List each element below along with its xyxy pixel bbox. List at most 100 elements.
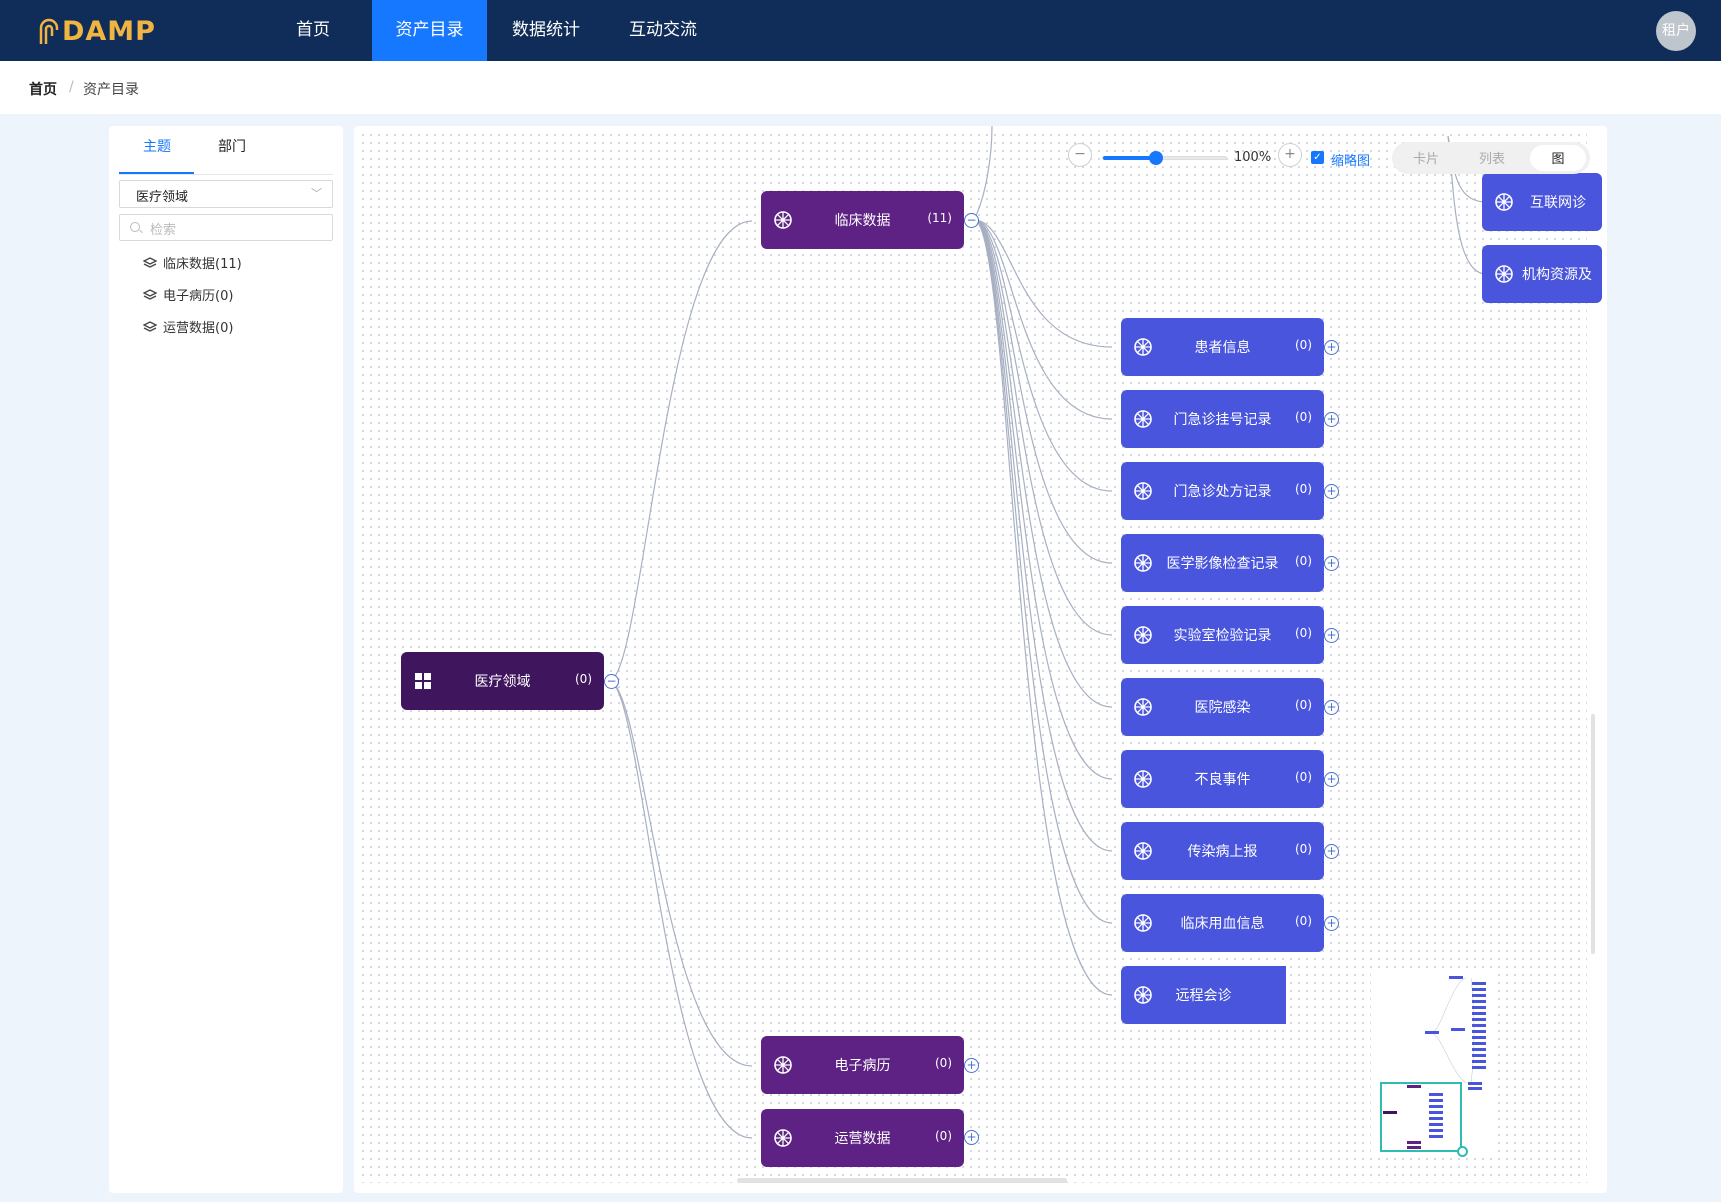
graph-canvas[interactable]: 医疗领域 (0) − 临床数据 (11) − 电子病历 (0) + 运营数据 (… bbox=[354, 126, 1607, 1193]
expand-toggle[interactable]: + bbox=[1324, 340, 1339, 355]
minimap-resize-handle[interactable] bbox=[1457, 1146, 1468, 1157]
level2-node[interactable]: 门急诊挂号记录(0) bbox=[1121, 390, 1324, 448]
tab-theme[interactable]: 主题 bbox=[143, 139, 171, 155]
domain-select[interactable]: 医疗领域 ﹀ bbox=[119, 180, 333, 208]
nav-home[interactable]: 首页 bbox=[296, 20, 330, 40]
tree-item-emr[interactable]: 电子病历(0) bbox=[143, 285, 233, 304]
expand-toggle[interactable]: + bbox=[1324, 772, 1339, 787]
node-clinical-data[interactable]: 临床数据 (11) bbox=[761, 191, 964, 249]
node-count: (0) bbox=[1295, 410, 1312, 424]
node-operations-data[interactable]: 运营数据 (0) bbox=[761, 1109, 964, 1167]
node-institution-resources[interactable]: 机构资源及 bbox=[1482, 245, 1602, 303]
minimap-label[interactable]: 缩略图 bbox=[1331, 154, 1371, 169]
node-label: 运营数据 bbox=[834, 1131, 891, 1147]
asset-icon bbox=[1134, 410, 1152, 428]
search-placeholder: 检索 bbox=[150, 223, 177, 238]
node-count: (0) bbox=[1295, 554, 1312, 568]
logo[interactable]: DAMP bbox=[38, 12, 156, 50]
minimap-checkbox[interactable]: ✓ bbox=[1311, 151, 1324, 164]
asset-icon bbox=[1495, 193, 1513, 211]
collapse-toggle[interactable]: − bbox=[604, 674, 619, 689]
node-count: (0) bbox=[935, 1056, 952, 1070]
tree-item-clinical[interactable]: 临床数据(11) bbox=[143, 253, 242, 272]
expand-toggle[interactable]: + bbox=[1324, 484, 1339, 499]
layers-icon bbox=[143, 256, 157, 268]
node-count: (0) bbox=[1295, 698, 1312, 712]
search-input[interactable]: 检索 bbox=[119, 214, 333, 241]
user-avatar[interactable]: 租户 bbox=[1656, 11, 1696, 51]
fingerprint-logo-icon bbox=[39, 18, 59, 44]
node-internet-diagnosis[interactable]: 互联网诊 bbox=[1482, 173, 1602, 231]
minimap-viewport[interactable] bbox=[1380, 1082, 1462, 1152]
node-emr[interactable]: 电子病历 (0) bbox=[761, 1036, 964, 1094]
expand-toggle[interactable]: + bbox=[964, 1130, 979, 1145]
zoom-slider-fill bbox=[1103, 156, 1156, 160]
level2-node[interactable]: 医院感染 (0) bbox=[1121, 678, 1324, 736]
collapse-toggle[interactable]: − bbox=[964, 213, 979, 228]
node-medical-domain[interactable]: 医疗领域 (0) bbox=[401, 652, 604, 710]
level2-node[interactable]: 临床用血信息(0) bbox=[1121, 894, 1324, 952]
breadcrumb-home[interactable]: 首页 bbox=[29, 82, 57, 98]
node-label: 医学影像检查记录 bbox=[1166, 556, 1279, 572]
sidebar: 主题 部门 医疗领域 ﹀ 检索 临床数据(11) 电子病历(0) 运营数据(0) bbox=[109, 126, 343, 1193]
node-label: 门急诊处方记录 bbox=[1173, 484, 1272, 500]
active-tab-indicator bbox=[119, 172, 194, 174]
minimap[interactable] bbox=[1371, 973, 1497, 1153]
expand-toggle[interactable]: + bbox=[1324, 628, 1339, 643]
node-label: 机构资源及 bbox=[1522, 267, 1592, 283]
zoom-slider-thumb[interactable] bbox=[1148, 151, 1163, 165]
tree-item-operations[interactable]: 运营数据(0) bbox=[143, 317, 233, 336]
vertical-scrollbar[interactable] bbox=[1591, 714, 1595, 954]
node-count: (0) bbox=[1295, 842, 1312, 856]
level2-node[interactable]: 传染病上报 (0) bbox=[1121, 822, 1324, 880]
zoom-value: 100% bbox=[1234, 150, 1272, 165]
expand-toggle[interactable]: + bbox=[1324, 556, 1339, 571]
nav-interaction[interactable]: 互动交流 bbox=[629, 20, 697, 40]
view-graph[interactable]: 图 bbox=[1551, 152, 1565, 167]
node-count: (0) bbox=[1295, 338, 1312, 352]
tree-item-label: 临床数据(11) bbox=[163, 257, 242, 272]
chevron-down-icon: ﹀ bbox=[311, 187, 322, 200]
node-count: (0) bbox=[1295, 626, 1312, 640]
asset-icon bbox=[1134, 482, 1152, 500]
asset-icon bbox=[774, 1056, 792, 1074]
level2-node[interactable]: 远程会诊 bbox=[1121, 966, 1286, 1024]
expand-toggle[interactable]: + bbox=[1324, 916, 1339, 931]
node-count: (0) bbox=[1295, 770, 1312, 784]
node-label: 临床数据 bbox=[834, 213, 891, 229]
view-card[interactable]: 卡片 bbox=[1412, 152, 1439, 167]
expand-toggle[interactable]: + bbox=[1324, 700, 1339, 715]
asset-icon bbox=[774, 211, 792, 229]
expand-toggle[interactable]: + bbox=[964, 1058, 979, 1073]
nav-data-stats[interactable]: 数据统计 bbox=[512, 20, 580, 40]
node-label: 互联网诊 bbox=[1530, 195, 1586, 211]
node-label: 医院感染 bbox=[1194, 700, 1251, 716]
layers-icon bbox=[143, 320, 157, 332]
tree-item-label: 运营数据(0) bbox=[163, 321, 234, 336]
zoom-in-button[interactable]: + bbox=[1278, 143, 1302, 167]
asset-icon bbox=[1134, 626, 1152, 644]
zoom-out-button[interactable]: − bbox=[1068, 143, 1092, 167]
level2-node[interactable]: 患者信息(0) bbox=[1121, 318, 1324, 376]
grid-apps-icon bbox=[415, 673, 431, 689]
node-label: 电子病历 bbox=[834, 1058, 891, 1074]
asset-icon bbox=[1134, 698, 1152, 716]
expand-toggle[interactable]: + bbox=[1324, 412, 1339, 427]
node-count: (0) bbox=[1295, 914, 1312, 928]
breadcrumb-current: 资产目录 bbox=[83, 82, 139, 98]
level2-node[interactable]: 医学影像检查记录 (0) bbox=[1121, 534, 1324, 592]
horizontal-scrollbar[interactable] bbox=[737, 1178, 1067, 1183]
tab-department[interactable]: 部门 bbox=[218, 139, 246, 155]
level2-node[interactable]: 门急诊处方记录 (0) bbox=[1121, 462, 1324, 520]
view-list[interactable]: 列表 bbox=[1478, 152, 1505, 167]
level2-node[interactable]: 实验室检验记录(0) bbox=[1121, 606, 1324, 664]
node-label: 传染病上报 bbox=[1187, 844, 1258, 860]
top-navbar: DAMP 首页 资产目录 数据统计 互动交流 租户 bbox=[0, 0, 1721, 61]
node-count: (0) bbox=[1295, 482, 1312, 496]
zoom-slider[interactable] bbox=[1102, 151, 1227, 165]
node-count: (0) bbox=[935, 1129, 952, 1143]
level2-node[interactable]: 不良事件 (0) bbox=[1121, 750, 1324, 808]
expand-toggle[interactable]: + bbox=[1324, 844, 1339, 859]
nav-asset-catalog[interactable]: 资产目录 bbox=[372, 0, 487, 61]
node-label: 不良事件 bbox=[1194, 772, 1251, 788]
